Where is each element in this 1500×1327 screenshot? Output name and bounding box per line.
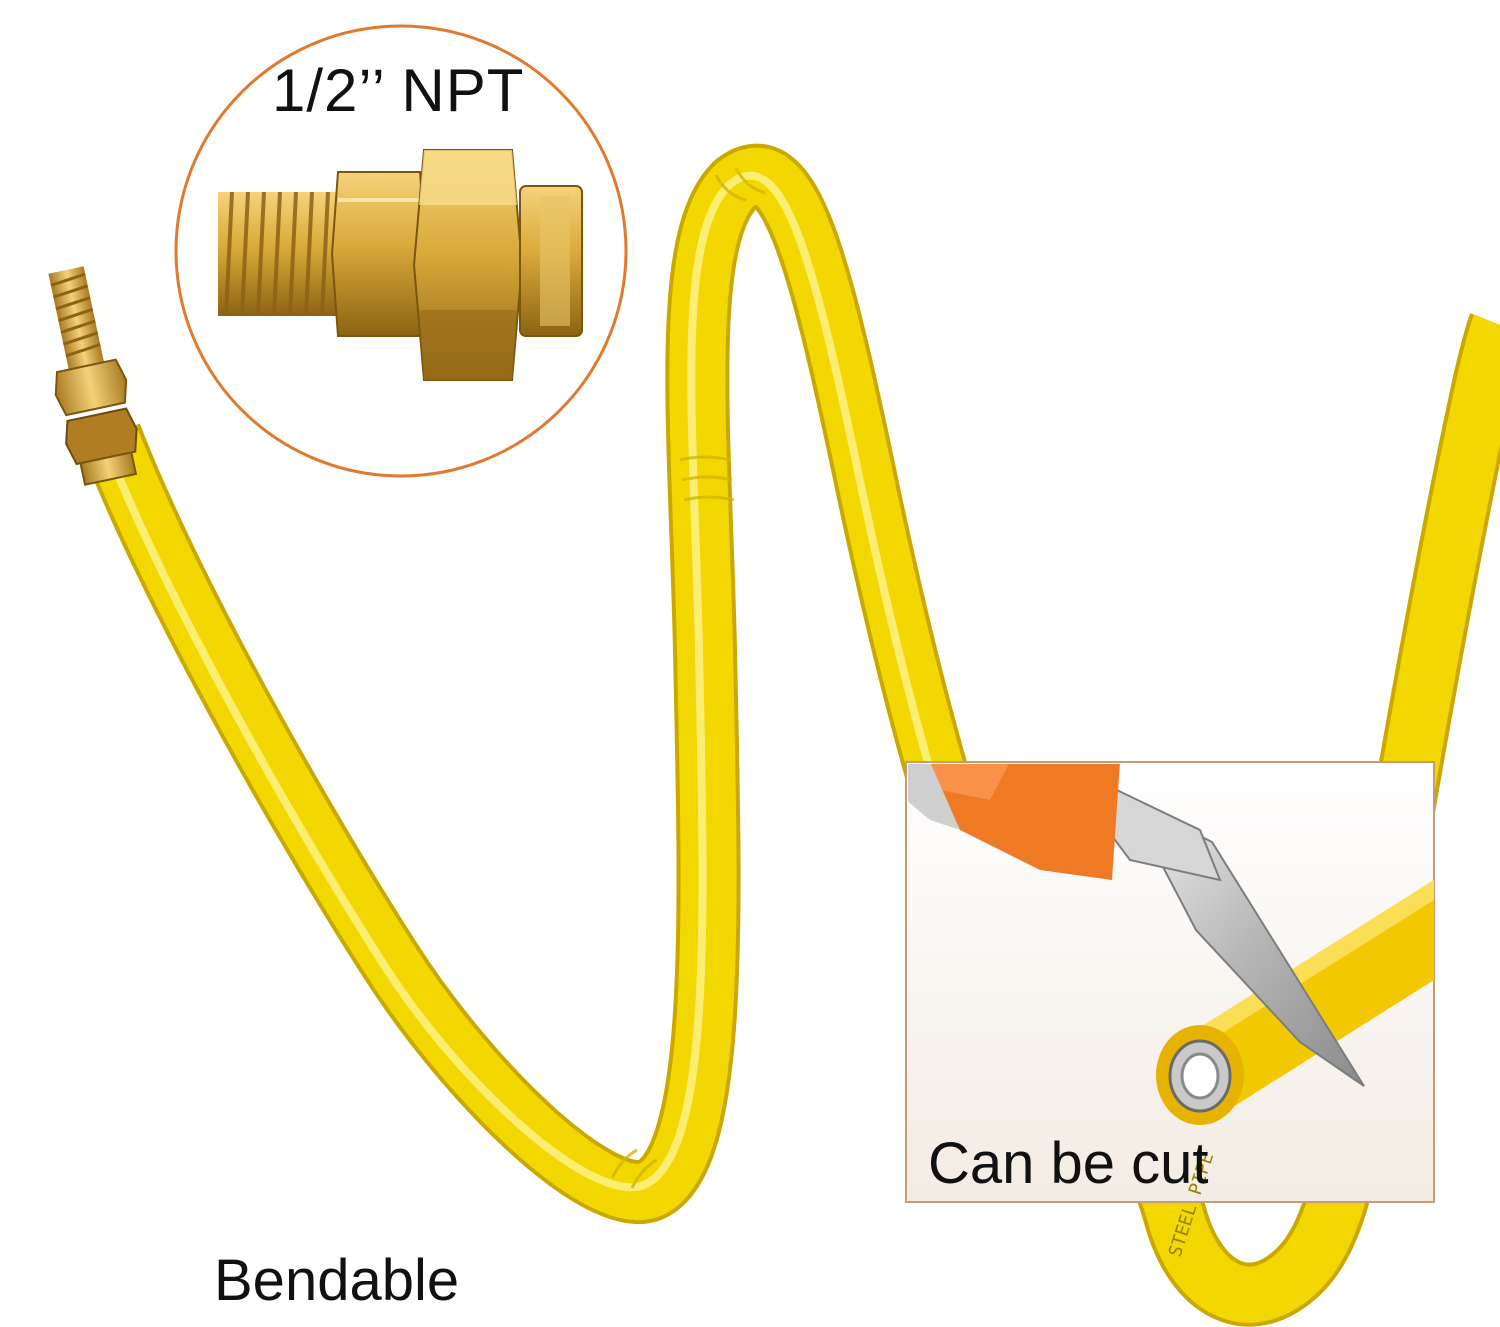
fitting-callout bbox=[174, 24, 628, 478]
brass-fitting-closeup bbox=[218, 149, 583, 381]
cutting-inset bbox=[905, 761, 1435, 1203]
bendable-label: Bendable bbox=[214, 1248, 460, 1313]
hose-brass-fitting bbox=[48, 266, 138, 486]
can-be-cut-label: Can be cut bbox=[928, 1131, 1209, 1196]
hose-wrinkles bbox=[610, 167, 767, 1189]
hose-highlight bbox=[100, 171, 1083, 1192]
fitting-size-label: 1/2’’ NPT bbox=[272, 57, 525, 124]
